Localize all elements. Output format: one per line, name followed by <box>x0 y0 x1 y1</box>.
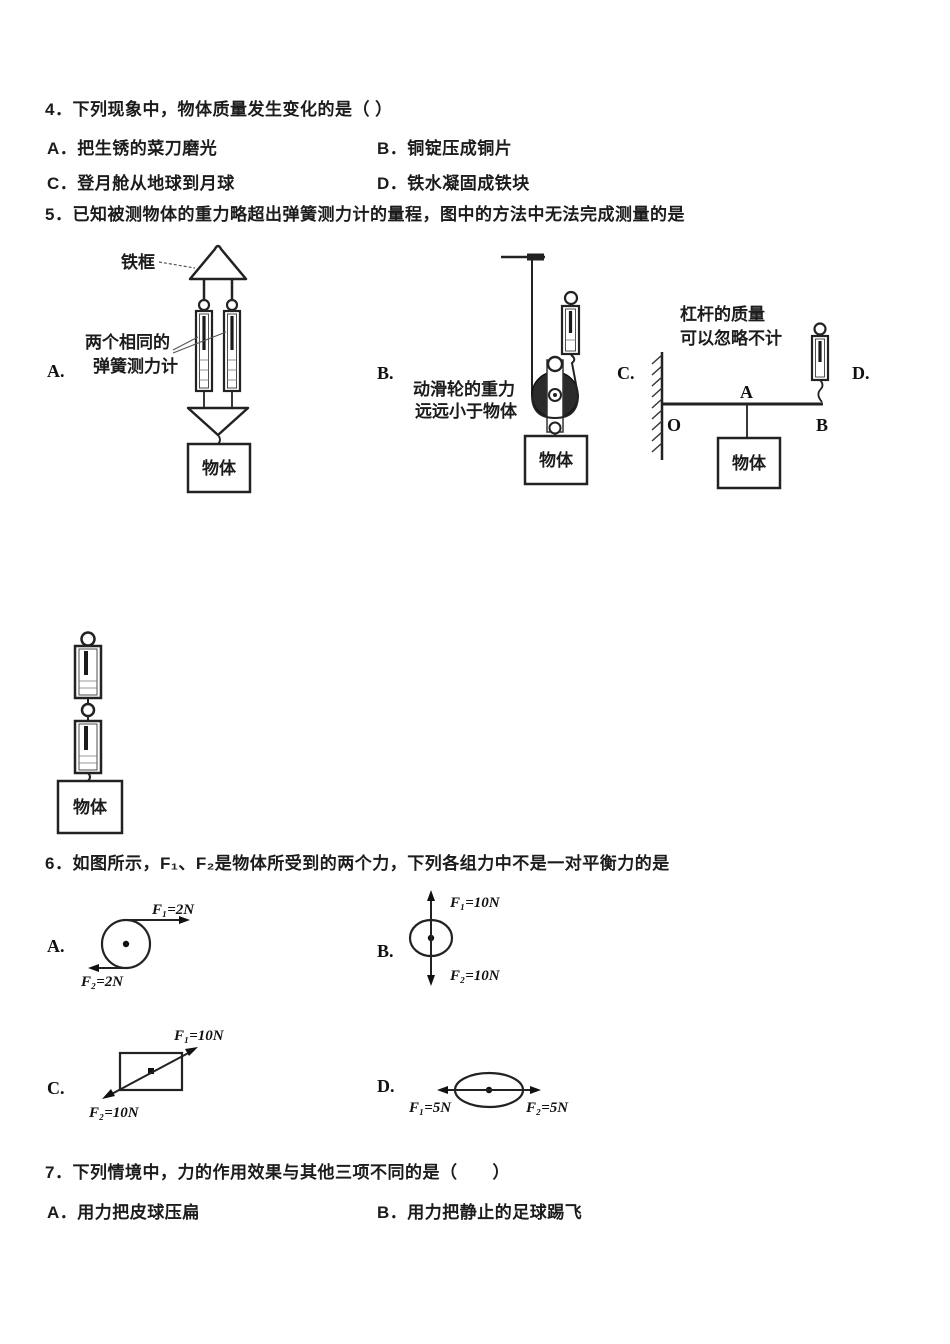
force-label-f2: F₂=10N <box>449 968 501 984</box>
question-6-stem: 6．如图所示，F₁、F₂是物体所受到的两个力，下列各组力中不是一对平衡力的是 <box>45 854 670 873</box>
spring-scale-bottom <box>73 716 103 782</box>
object-label: 物体 <box>539 450 574 470</box>
force-label-f1: F₁=10N <box>449 895 501 911</box>
question-4-stem: 4．下列现象中，物体质量发生变化的是（ ） <box>45 100 393 119</box>
q6-letter-b: B. <box>377 941 394 961</box>
force-label-f1: F₁=10N <box>173 1028 225 1044</box>
block-shape <box>118 1051 184 1092</box>
force-arrow-f2 <box>102 1089 115 1099</box>
force-label-f2: F₂=2N <box>80 974 124 990</box>
q4-option-d: D．铁水凝固成铁块 <box>377 174 530 193</box>
q5-letter-d: D. <box>852 363 870 383</box>
force-arrow-f1 <box>126 916 190 924</box>
rope-under-pulley <box>531 394 579 420</box>
force-label-f1: F₁=5N <box>408 1100 452 1116</box>
question-5-stem: 5．已知被测物体的重力略超出弹簧测力计的量程，图中的方法中无法完成测量的是 <box>45 205 685 224</box>
pulley-note-line1: 动滑轮的重力 <box>413 379 515 399</box>
question-7-stem: 7．下列情境中，力的作用效果与其他三项不同的是（ ） <box>45 1163 510 1182</box>
object-box: 物体 <box>56 779 124 835</box>
yoke-shape <box>186 406 250 445</box>
object-label: 物体 <box>202 458 237 478</box>
scales-pointer-line-1 <box>172 336 199 351</box>
q6-diagram-c: F₁=10N F₂=10N <box>88 1028 225 1121</box>
lever-point-O: O <box>667 415 681 435</box>
movable-pulley <box>531 355 579 435</box>
iron-frame-pointer-line <box>158 261 196 269</box>
q5-diagram-b-movable-pulley: 物体 动滑轮的重力 远远小于物体 <box>413 253 589 486</box>
two-scales-label-line1: 两个相同的 <box>85 332 170 352</box>
pulley-note-line2: 远远小于物体 <box>415 401 518 421</box>
lever-point-A: A <box>740 382 753 402</box>
ceiling-mount <box>501 253 545 261</box>
q6-letter-d: D. <box>377 1076 395 1096</box>
object-label: 物体 <box>73 797 108 817</box>
force-arrow-f2 <box>427 975 435 986</box>
q6-diagram-a: F₁=2N F₂=2N <box>80 902 195 990</box>
q7-option-a: A．用力把皮球压扁 <box>47 1203 200 1222</box>
q6-diagram-b: F₁=10N F₂=10N <box>408 890 501 986</box>
two-scales-label-line2: 弹簧测力计 <box>93 356 178 376</box>
object-box: 物体 <box>186 442 252 494</box>
force-arrow-f1 <box>105 1047 198 1098</box>
center-dot <box>148 1068 154 1074</box>
q5-letter-b: B. <box>377 363 394 383</box>
wall <box>651 352 664 460</box>
object-box: 物体 <box>523 433 589 486</box>
q5-letter-c: C. <box>617 363 635 383</box>
q5-diagram-c-lever: 物体 O A B 杠杆的质量 可以忽略不计 <box>651 304 830 490</box>
spring-scale <box>810 322 830 403</box>
iron-frame-shape <box>188 244 248 300</box>
q5-diagram-d-series-scales: 物体 <box>56 631 124 835</box>
q4-option-c: C．登月舱从地球到月球 <box>47 174 235 193</box>
scales-pointer-line-2 <box>172 331 227 354</box>
lever-point-B: B <box>816 415 828 435</box>
spring-scale-right <box>222 298 242 408</box>
q7-option-b: B．用力把静止的足球踢飞 <box>377 1203 583 1222</box>
spring-scale-top <box>73 631 103 704</box>
object-label: 物体 <box>732 453 767 473</box>
iron-frame-label: 铁框 <box>121 252 155 272</box>
scale-hook-link <box>817 379 824 403</box>
lever-note-line2: 可以忽略不计 <box>680 328 782 348</box>
spring-scale-left <box>194 298 214 408</box>
q5-diagram-a-parallel-scales: 物体 铁框 两个相同的 弹簧测力计 <box>85 244 252 494</box>
force-arrow-f1 <box>427 890 435 981</box>
force-arrow-f2 <box>88 964 126 972</box>
force-arrow-f2 <box>530 1086 541 1094</box>
q6-letter-a: A. <box>47 936 65 956</box>
rope-right <box>570 354 579 396</box>
force-label-f1: F₁=2N <box>151 902 195 918</box>
q4-option-a: A．把生锈的菜刀磨光 <box>47 139 218 158</box>
q6-letter-c: C. <box>47 1078 65 1098</box>
lever-note-line1: 杠杆的质量 <box>680 304 765 324</box>
center-dot <box>122 940 130 948</box>
link-ring <box>80 702 96 718</box>
spring-scale <box>560 290 581 356</box>
object-box: 物体 <box>716 436 782 490</box>
q6-diagram-d: F₁=5N F₂=5N <box>408 1071 569 1116</box>
force-label-f2: F₂=10N <box>88 1105 140 1121</box>
force-arrow-f1 <box>437 1086 448 1094</box>
q4-option-b: B．铜锭压成铜片 <box>377 139 513 158</box>
q5-letter-a: A. <box>47 361 65 381</box>
force-label-f2: F₂=5N <box>525 1100 569 1116</box>
